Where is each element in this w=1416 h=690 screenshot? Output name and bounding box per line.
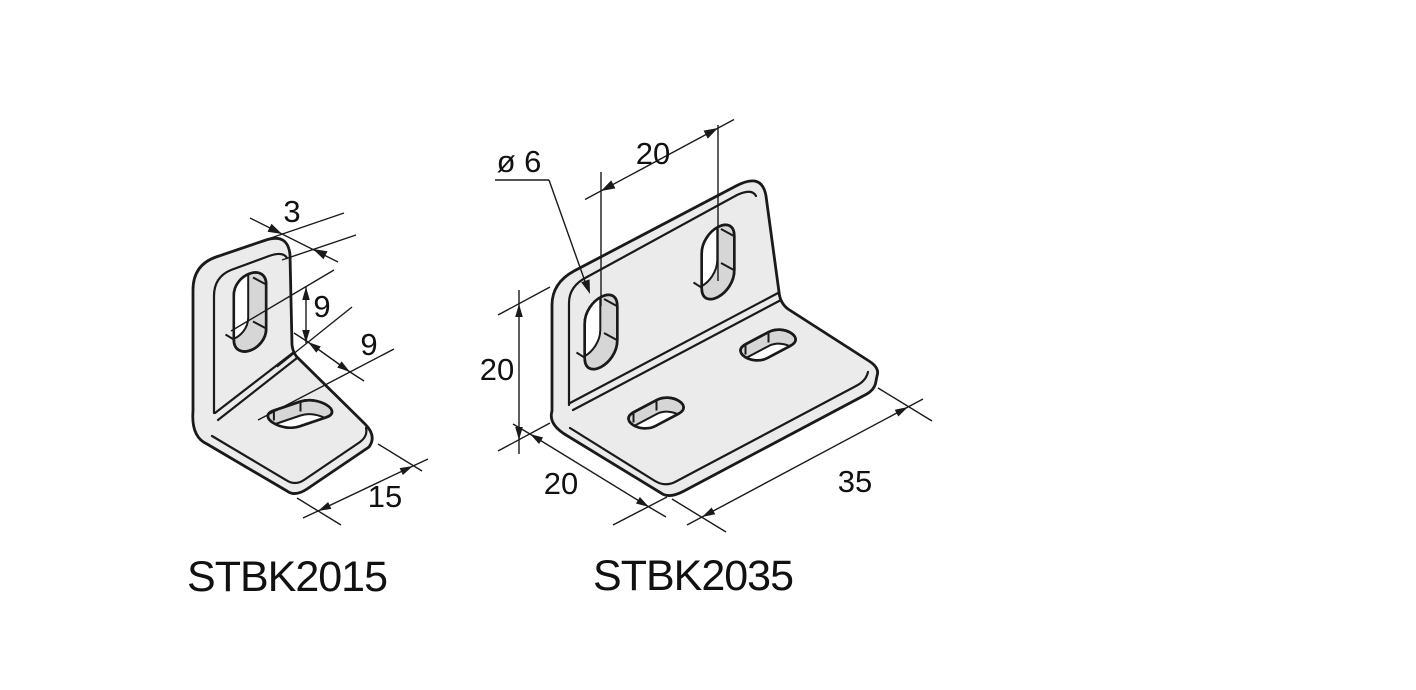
bend-line-lower	[216, 356, 299, 422]
part-label-stbk2035: STBK2035	[593, 552, 793, 600]
dimension-line	[529, 433, 650, 508]
center-extension-line	[230, 269, 335, 332]
dim-thickness-value: 3	[283, 194, 300, 229]
dimension-line	[307, 341, 351, 373]
arrowhead	[601, 180, 616, 191]
leader-line	[548, 179, 588, 288]
dimension-width: 35	[671, 387, 933, 533]
plate-slot-hole	[575, 293, 619, 371]
bend-line-upper	[568, 291, 780, 405]
base-slot-hole	[627, 396, 685, 430]
arrowhead	[581, 279, 590, 294]
dim-slot-spacing-value: 20	[636, 136, 670, 171]
extension-line	[497, 422, 551, 452]
dimension-line-tail	[293, 332, 365, 382]
center-extension-line	[257, 348, 395, 421]
part-label-stbk2015: STBK2015	[187, 553, 387, 601]
extension-line	[671, 498, 727, 533]
bracket-stbk2015: 3 9 9 15 STBK2015	[187, 194, 429, 601]
dim-base-width-value: 15	[368, 479, 402, 514]
slot-wall-tick	[575, 298, 618, 359]
slot-front-outline	[266, 398, 334, 429]
extension-line	[497, 286, 551, 316]
arrowhead	[313, 249, 328, 260]
dim-depth-value: 20	[544, 466, 578, 501]
extension-line	[877, 387, 933, 422]
dim-height-value: 20	[480, 352, 514, 387]
dim-hole-diameter-value: ø 6	[497, 144, 542, 179]
dimension-height: 20	[480, 286, 551, 454]
extension-line	[377, 443, 423, 472]
dimension-bend-to-slot: 9	[257, 327, 395, 421]
extension-line	[281, 234, 357, 261]
extension-line	[612, 496, 668, 526]
arrowhead	[703, 128, 718, 139]
dimension-line	[701, 406, 909, 518]
dimension-line-tail	[686, 398, 924, 526]
dimension-depth: 20	[512, 423, 668, 526]
bend-line-upper	[213, 350, 296, 415]
plate-slot-hole	[224, 271, 268, 353]
dimension-thickness: 3	[249, 194, 357, 263]
dim-width-value: 35	[838, 464, 872, 499]
dimension-line-tail	[512, 423, 667, 518]
extension-line	[296, 497, 342, 526]
extension-line	[261, 212, 345, 242]
arrowhead	[267, 223, 282, 234]
slot-wall-tick	[224, 276, 267, 341]
base-edge-band-line	[568, 370, 870, 486]
base-slot-hole	[266, 398, 334, 429]
slot-wall-tick	[632, 400, 658, 423]
dimension-line	[317, 465, 414, 512]
dimension-line-tail	[302, 458, 429, 519]
dimension-hole-diameter: ø 6	[495, 144, 590, 294]
plate-edge-band-line	[212, 252, 289, 415]
slot-front-outline	[627, 396, 685, 430]
dimension-base-width: 15	[296, 443, 429, 526]
base-edge-band-line	[210, 426, 368, 485]
plate-edge-band-line	[567, 190, 758, 407]
bracket-stbk2035: ø 6 20 20 20	[480, 118, 933, 600]
dim-slot-to-bend-value: 9	[313, 289, 330, 324]
center-extension-line	[276, 306, 353, 368]
dimension-slot-spacing: 20	[584, 118, 735, 306]
dimension-slot-to-bend: 9	[230, 269, 353, 368]
bend-line-lower	[571, 298, 783, 412]
dim-bend-to-slot-value: 9	[360, 327, 377, 362]
